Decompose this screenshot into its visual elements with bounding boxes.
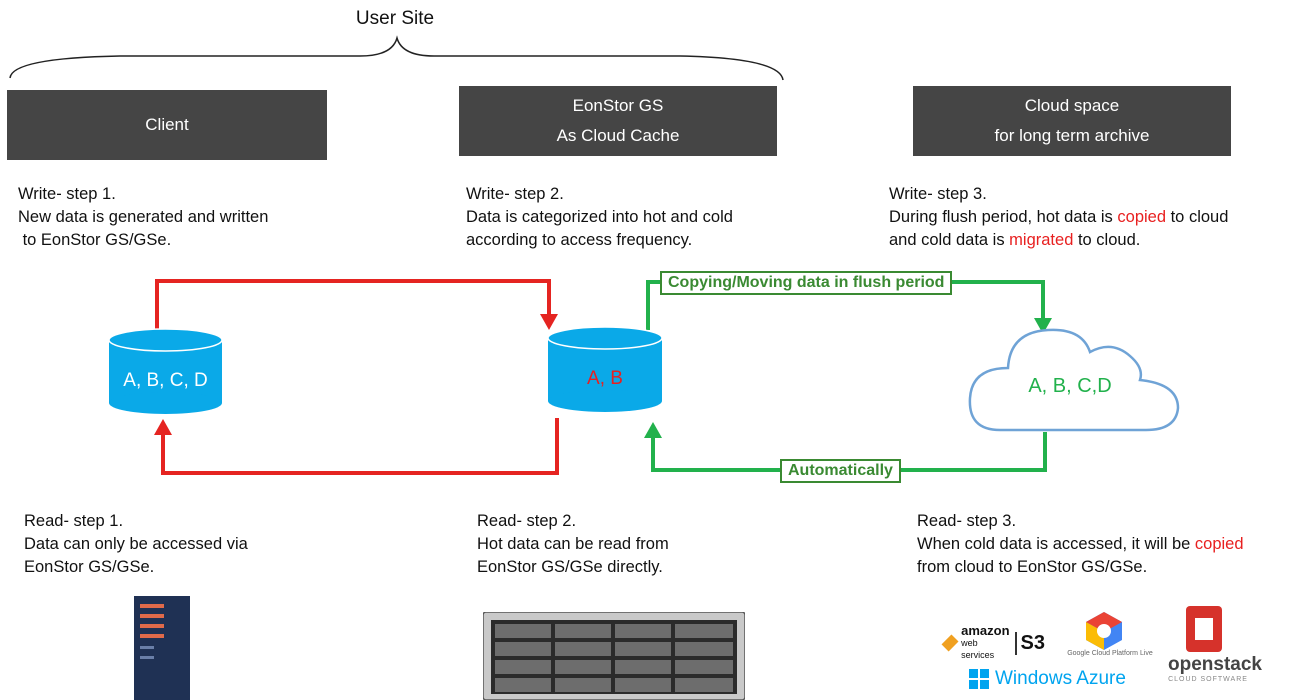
read-arrowhead (154, 419, 172, 435)
read-step-2: Read- step 2. Hot data can be read from … (477, 512, 669, 576)
amazon-logo: amazon web services S3 (941, 624, 1045, 661)
header-eonstor-line1: EonStor GS (572, 96, 664, 115)
auto-arrowhead (644, 422, 662, 438)
flush-label: Copying/Moving data in flush period (660, 271, 953, 295)
write-arrow-client-to-cache (155, 279, 551, 330)
windows-azure-logo: Windows Azure (969, 668, 1126, 690)
header-eonstor: EonStor GS As Cloud Cache (459, 86, 777, 156)
client-cylinder (108, 328, 223, 414)
header-cloud: Cloud space for long term archive (913, 86, 1231, 156)
google-cloud-logo: Google Cloud Platform Live (1060, 610, 1160, 657)
openstack-logo: openstack CLOUD SOFTWARE (1168, 604, 1262, 683)
write-step-3: Write- step 3. During flush period, hot … (889, 185, 1229, 249)
write-arrowhead (540, 314, 558, 330)
write-step-1: Write- step 1. New data is generated and… (18, 185, 269, 249)
client-data-label: A, B, C, D (123, 370, 208, 391)
read-step-3: Read- step 3. When cold data is accessed… (917, 512, 1244, 576)
header-client: Client (7, 90, 327, 160)
header-eonstor-line2: As Cloud Cache (556, 126, 680, 145)
site-title: User Site (355, 8, 435, 29)
write-step-2: Write- step 2. Data is categorized into … (466, 185, 733, 249)
amazon-cube-icon (941, 634, 959, 652)
openstack-box-icon (1186, 606, 1222, 652)
header-cloud-line1: Cloud space (1024, 96, 1120, 115)
flush-arrowhead (1034, 318, 1052, 334)
read-arrow-cache-to-client (161, 418, 559, 475)
storage-array-icon (483, 612, 745, 700)
read-step-1: Read- step 1. Data can only be accessed … (24, 512, 248, 576)
server-tower-icon (134, 596, 190, 700)
google-hexagon-icon (1086, 612, 1122, 650)
cloud-data-label: A, B, C,D (1028, 375, 1112, 397)
header-cloud-line2: for long term archive (994, 126, 1150, 145)
cache-cylinder (547, 326, 663, 412)
user-site-brace (9, 35, 784, 81)
auto-label: Automatically (780, 459, 901, 483)
cloud-shape (968, 328, 1180, 432)
cache-data-label: A, B (587, 368, 623, 389)
header-client-label: Client (145, 115, 189, 134)
windows-icon (969, 669, 989, 689)
